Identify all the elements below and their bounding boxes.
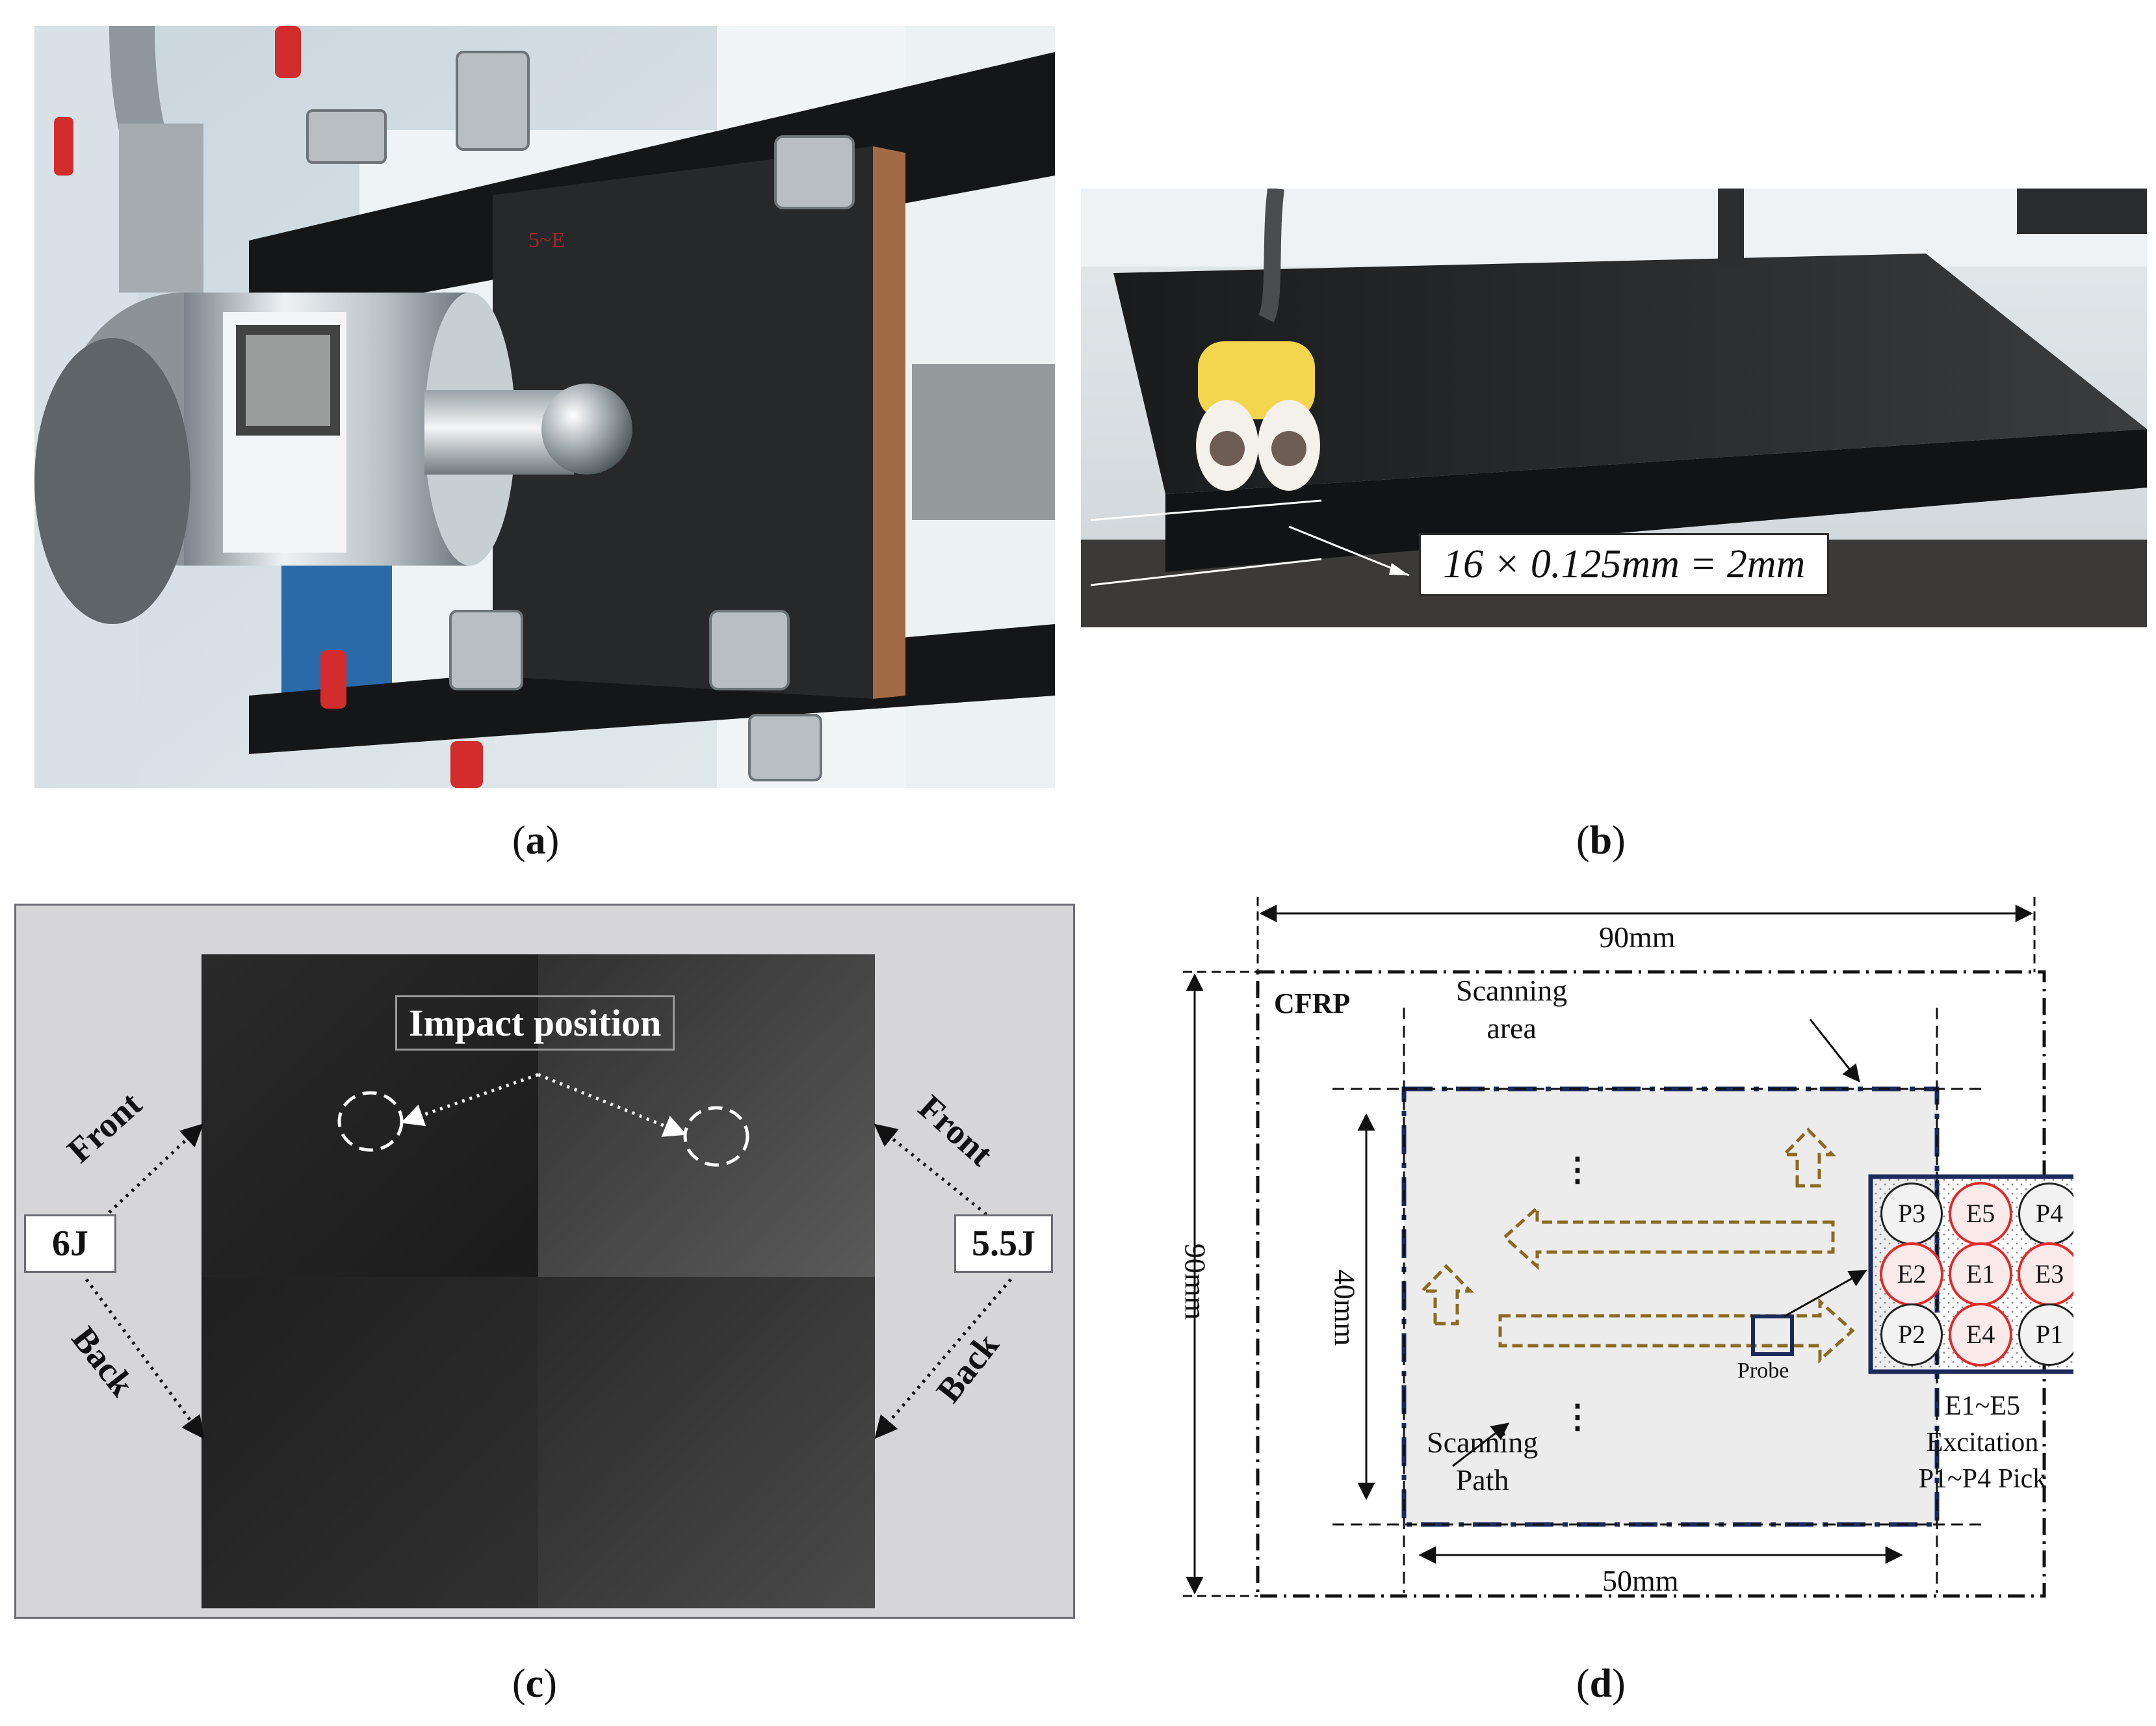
electrode-cell: P4 [2015,1182,2073,1245]
excitation-electrode: E1 [1949,1242,2012,1306]
electrode-cell: P3 [1877,1182,1946,1245]
legend-line3: P1~P4 Pick [1918,1464,2047,1494]
excitation-electrode: E3 [2018,1242,2073,1306]
probe-label: Probe [1737,1359,1789,1383]
electrode-cell: E4 [1946,1302,2015,1366]
ellipsis-top: ⋮ [1561,1151,1594,1188]
pick-electrode: P2 [1880,1303,1943,1366]
material-label: CFRP [1274,987,1351,1019]
layer-thickness-label: 16 × 0.125mm = 2mm [1419,533,1830,596]
ellipsis-bottom: ⋮ [1561,1398,1594,1435]
legend-line2: Excitation [1926,1428,2039,1458]
panel-c: Impact position 6J 5.5J Front Back Front… [14,904,1075,1619]
caption-a: (a) [512,818,560,863]
specimen-back-5-5j [538,1277,875,1608]
panel-a-photo: 5~E [34,26,1055,788]
scanning-path-line2: Path [1455,1463,1509,1497]
caption-c: (c) [512,1662,557,1706]
specimen-front-6j [201,954,538,1277]
panel-b-photo: 16 × 0.125mm = 2mm [1081,189,2147,627]
specimen-photo [84,954,1012,1608]
excitation-electrode: E4 [1949,1302,2012,1366]
scanning-area-line1: Scanning [1456,974,1568,1007]
caption-b: (b) [1576,818,1626,863]
probe-marker [1751,1314,1794,1356]
electrode-grid: P3 E5 P4 E2 E1 E3 P2 E4 P1 [1877,1181,2073,1366]
energy-label-6j: 6J [24,1214,116,1273]
impact-position-label: Impact position [395,995,675,1051]
scanning-area-label: Scanning area [1456,972,1567,1047]
pick-electrode: P4 [2018,1182,2073,1245]
specimen-front-5-5j [538,954,875,1277]
caption-d: (d) [1576,1662,1626,1706]
excitation-electrode: E2 [1880,1242,1943,1306]
electrode-cell: E2 [1877,1242,1946,1306]
scanning-path-arrows [1418,1127,1855,1364]
electrode-cell: E5 [1946,1181,2015,1246]
scanning-path-label: Scanning Path [1427,1424,1538,1499]
electrode-legend: E1~E5 Excitation P1~P4 Pick [1872,1388,2073,1497]
pick-electrode: P3 [1880,1182,1943,1245]
scanning-area-line2: area [1487,1012,1537,1045]
energy-label-5-5j: 5.5J [954,1214,1053,1273]
scan-width-label: 50mm [1602,1564,1679,1597]
specimen-back-6j [201,1277,538,1608]
electrode-cell: P2 [1877,1303,1946,1366]
panel-d-schematic: 90mm 90mm CFRP Scanning area 40mm 50mm S… [1163,891,2073,1632]
electrode-cell: E1 [1946,1242,2015,1306]
impact-fixture-photo: 5~E [34,26,1055,788]
height-dimension-label: 90mm [1178,1243,1212,1320]
scanning-area [1404,1089,1937,1524]
scan-height-label: 40mm [1328,1269,1362,1346]
svg-text:5~E: 5~E [528,228,565,252]
electrode-cell: P1 [2015,1303,2073,1366]
pick-electrode: P1 [2018,1303,2073,1366]
width-dimension-label: 90mm [1599,921,1676,954]
electrode-cell: E3 [2015,1242,2073,1306]
scanning-path-line1: Scanning [1427,1426,1539,1459]
excitation-electrode: E5 [1949,1181,2012,1246]
legend-line1: E1~E5 [1944,1391,2021,1421]
